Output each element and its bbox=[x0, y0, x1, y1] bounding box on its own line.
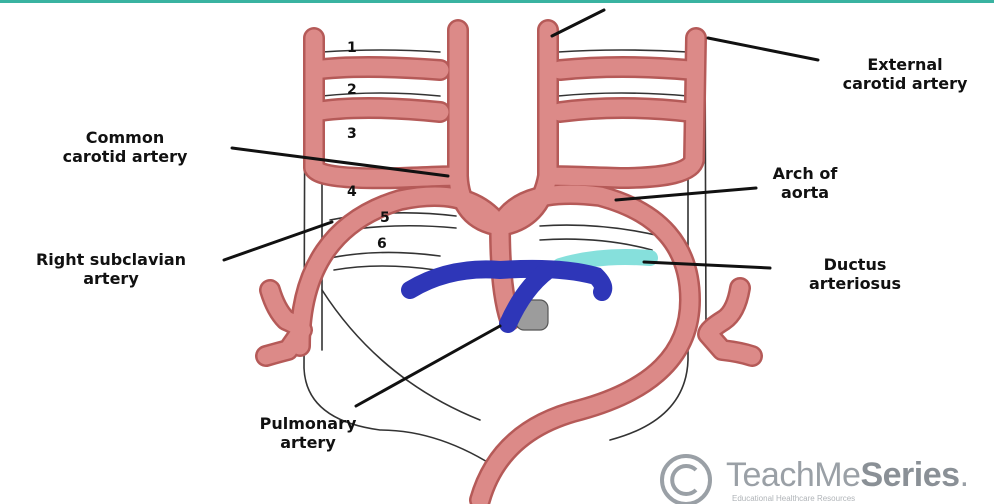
copyright-logo-icon bbox=[648, 452, 724, 504]
arch-number-3: 3 bbox=[347, 126, 357, 142]
arch-number-1: 1 bbox=[347, 40, 357, 56]
arch-number-6: 6 bbox=[377, 236, 387, 252]
teachmeseries-watermark: TeachMeSeries. Educational Healthcare Re… bbox=[648, 452, 988, 504]
arch-number-4: 4 bbox=[347, 184, 357, 200]
watermark-brand: TeachMeSeries. bbox=[726, 456, 969, 495]
arch-number-2: 2 bbox=[347, 82, 357, 98]
arch-number-5: 5 bbox=[380, 210, 390, 226]
watermark-tagline: Educational Healthcare Resources bbox=[732, 494, 855, 503]
